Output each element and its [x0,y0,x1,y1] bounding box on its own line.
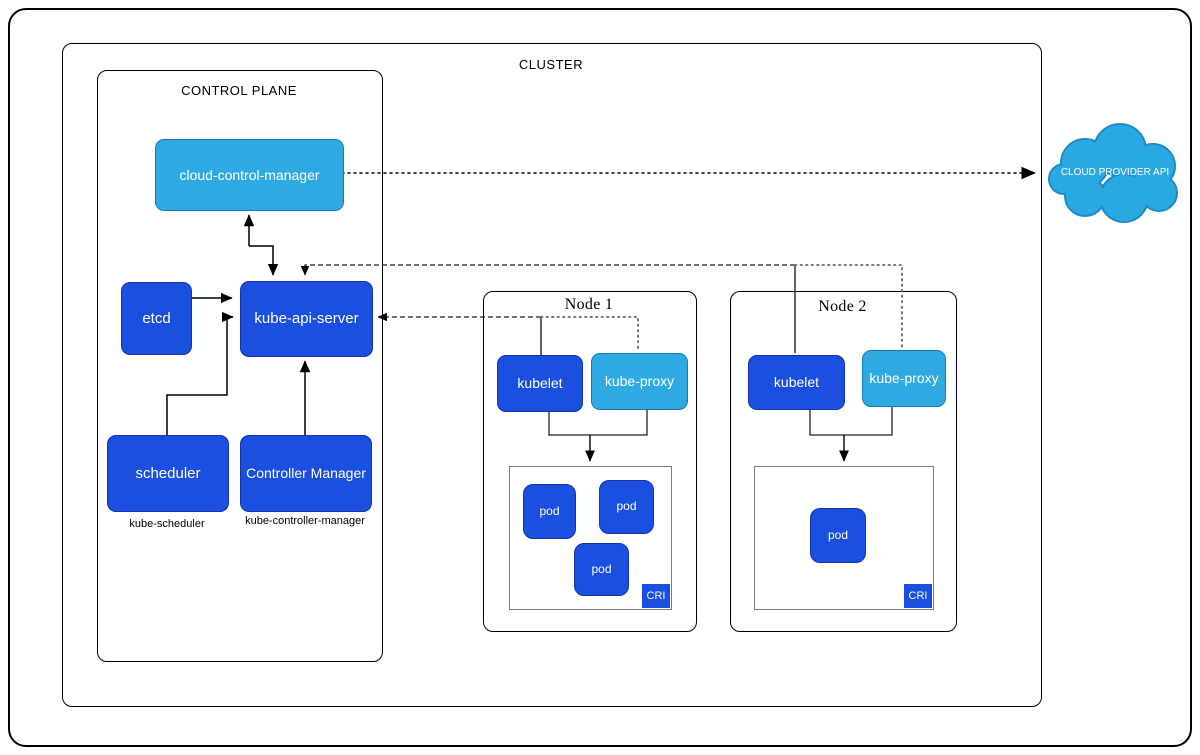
node1-title: Node 1 [564,296,614,313]
node1-pod-3: pod [574,543,629,596]
cloud-provider-api-label: CLOUD PROVIDER API [1060,167,1170,178]
node2-pod-1: pod [810,508,866,563]
node2-title: Node 2 [818,298,867,315]
node1-pod-1: pod [523,484,576,539]
node2-pods-container [754,466,934,610]
controller-manager-caption: kube-controller-manager [245,515,365,527]
scheduler-box: scheduler [107,435,229,512]
cloud-icon [1048,123,1178,223]
cluster-title: CLUSTER [518,57,584,72]
cluster-frame [62,43,1042,707]
cloud-control-manager-box: cloud-control-manager [155,139,344,211]
node1-pods-container [509,466,672,610]
node1-kubelet-box: kubelet [497,355,583,412]
node1-cri-badge: CRI [642,584,670,608]
node1-kube-proxy-box: kube-proxy [591,353,688,410]
control-plane-frame [97,70,383,662]
node2-kubelet-box: kubelet [748,355,845,410]
kube-api-server-box: kube-api-server [240,281,373,357]
node2-cri-badge: CRI [904,584,932,608]
scheduler-caption: kube-scheduler [129,518,205,530]
node1-pod-2: pod [599,480,654,534]
node2-kube-proxy-box: kube-proxy [862,350,946,407]
node1-frame [483,291,697,632]
cloud-provider-api: CLOUD PROVIDER API [1040,117,1190,232]
outer-frame [8,8,1192,747]
etcd-box: etcd [121,282,192,355]
controller-manager-box: Controller Manager [240,435,372,512]
control-plane-title: CONTROL PLANE [181,83,297,98]
